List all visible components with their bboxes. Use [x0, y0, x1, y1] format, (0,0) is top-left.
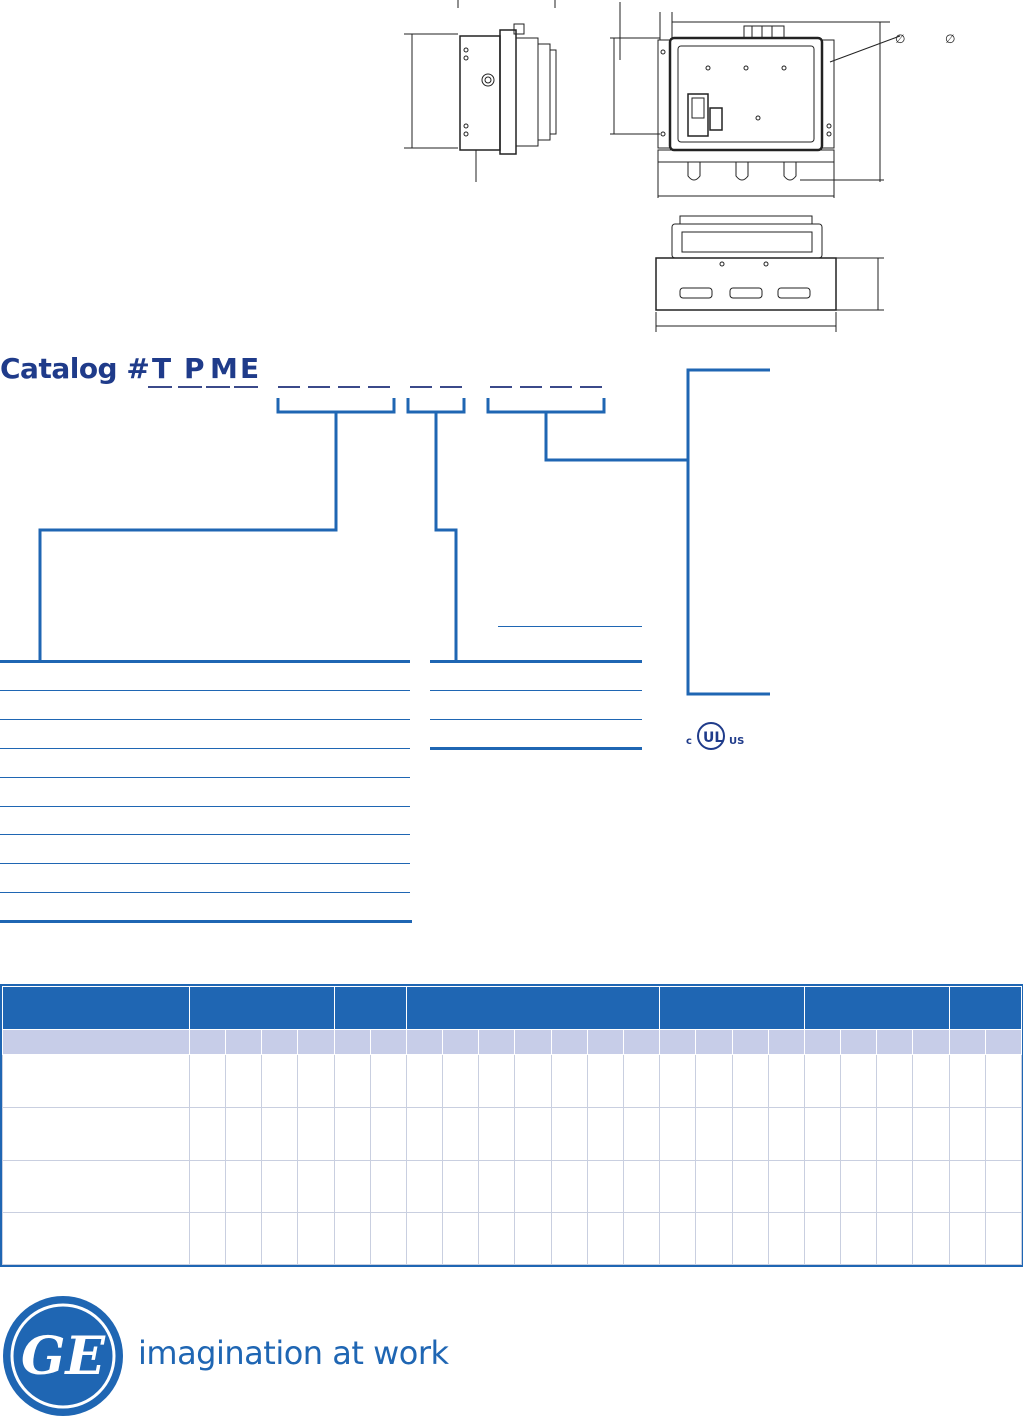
bottom-view-drawing	[655, 215, 884, 332]
table-row	[2, 1160, 1023, 1213]
svg-text:∅: ∅	[945, 32, 955, 46]
catalog-connector-lines	[38, 368, 770, 696]
specification-table	[0, 984, 1023, 1267]
catalog-letter-1: T	[152, 352, 172, 385]
svg-text:∅: ∅	[895, 32, 905, 46]
catalog-letter-3: M	[210, 352, 238, 385]
ge-logo-icon: GE	[3, 1296, 123, 1416]
cul-ul-text: UL	[703, 730, 723, 746]
ge-logo-text: GE	[21, 1326, 106, 1387]
table-row	[2, 1054, 1023, 1108]
catalog-label: Catalog #	[0, 352, 150, 385]
table-header-row	[2, 986, 1023, 1030]
brand-tagline: imagination at work	[138, 1334, 449, 1372]
catalog-letter-2: P	[184, 352, 205, 385]
side-view-drawing	[404, 0, 557, 182]
front-view-drawing: ∅ ∅	[610, 2, 955, 198]
cul-us-certification-icon: c UL US	[686, 722, 744, 750]
cul-us-text: US	[729, 736, 744, 747]
table-row	[2, 1212, 1023, 1265]
table-row	[2, 1107, 1023, 1161]
catalog-letter-4: E	[240, 352, 260, 385]
table-subheader-row	[2, 1029, 1023, 1055]
cul-c-text: c	[686, 736, 692, 747]
